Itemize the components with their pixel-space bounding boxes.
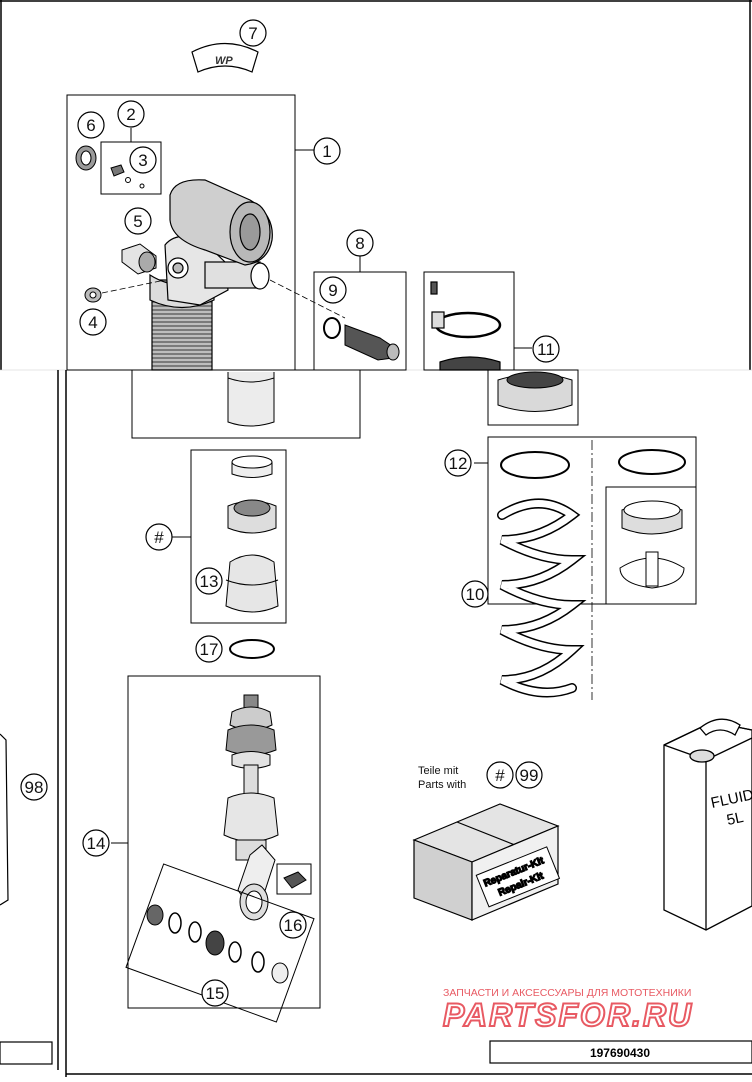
part-5-bushing [121,243,157,275]
callout-2: 2 [117,100,145,128]
callout-label: 2 [126,105,135,124]
callout-8: 8 [346,229,374,257]
callout-13: 13 [195,567,223,595]
part-98-container-partial [0,733,9,906]
callout-label: 12 [449,454,468,473]
callout-label: 17 [200,640,219,659]
watermark-tagline: ЗАПЧАСТИ И АКСЕССУАРЫ ДЛЯ МОТОТЕХНИКИ [443,987,691,999]
part-6-seal [75,145,97,171]
shock-body [149,179,273,371]
callout-hash: # [145,523,173,551]
group-box-16 [276,863,312,895]
callout-label: 99 [520,766,539,785]
callout-label: # [154,528,164,547]
part-17-circlip [229,639,275,659]
callout-label: 15 [206,984,225,1003]
callout-label: 98 [25,778,44,797]
parts-note-line2: Parts with [418,779,466,791]
callout-10: 10 [461,580,489,608]
callout-7: 7 [239,19,267,47]
sticker-logo: WP [215,55,233,67]
part-16-bleed-screw [283,871,307,889]
drawing-number: 197690430 [590,1046,650,1060]
callout-label: 8 [355,234,364,253]
part-11-preload-ring [430,281,502,371]
callout-label: 11 [537,340,555,359]
callout-label: 10 [466,585,485,604]
spring-10 [497,498,587,698]
callout-label: 3 [138,151,147,170]
watermark-brand: PARTSFOR.RU [443,997,693,1033]
part-4-nut [84,287,102,303]
callout-label: 4 [88,313,97,332]
group-box-14 [127,675,321,1009]
drawing-number-box: 197690430 [489,1040,752,1064]
callout-label: 6 [86,116,95,135]
callout-6: 6 [77,111,105,139]
callout-3: 3 [129,146,157,174]
callout-16: 16 [279,911,307,939]
group-box-15 [125,863,315,1023]
callout-14: 14 [82,829,110,857]
callout-label: 16 [284,916,303,935]
callout-5: 5 [124,207,152,235]
callout-12: 12 [444,449,472,477]
piston-rod-14 [223,694,279,921]
callout-99: 99 [515,761,543,789]
part-11-lower-ring [487,369,579,426]
part-12-spring-seat [500,451,570,479]
shock-body-lower [131,369,361,439]
part-9-adjuster [323,317,400,361]
callout-label: 7 [248,24,257,43]
repair-kit-box: Reparatur-Kit Repair-Kit [412,803,561,921]
callout-label: 14 [87,834,106,853]
part-15-bearing-set [146,904,289,984]
callout-11: 11 [532,335,560,363]
watermark: ЗАПЧАСТИ И АКСЕССУАРЫ ДЛЯ МОТОТЕХНИКИ PA… [442,987,693,1034]
callout-label: # [495,766,505,785]
sticker-part: WP [191,43,259,73]
callout-label: 13 [200,572,219,591]
callout-15: 15 [201,979,229,1007]
spring-alt-parts [618,449,686,589]
fluid-can: FLUID 5L [663,718,752,931]
group-box-spring-alt [605,486,697,605]
part-3-valve [110,164,145,189]
callout-label: 1 [322,142,331,161]
callout-17: 17 [195,635,223,663]
callout-label: 9 [328,281,337,300]
callout-9: 9 [319,276,347,304]
callout-hash: # [486,761,514,789]
fluid-can-line2: 5L [725,809,745,829]
parts-note-line1: Teile mit [418,765,458,777]
seal-kit-parts [225,455,279,613]
parts-note: Teile mit Parts with [418,765,466,791]
callout-label: 5 [133,212,142,231]
callout-4: 4 [79,308,107,336]
callout-98: 98 [20,773,48,801]
callout-1: 1 [313,137,341,165]
